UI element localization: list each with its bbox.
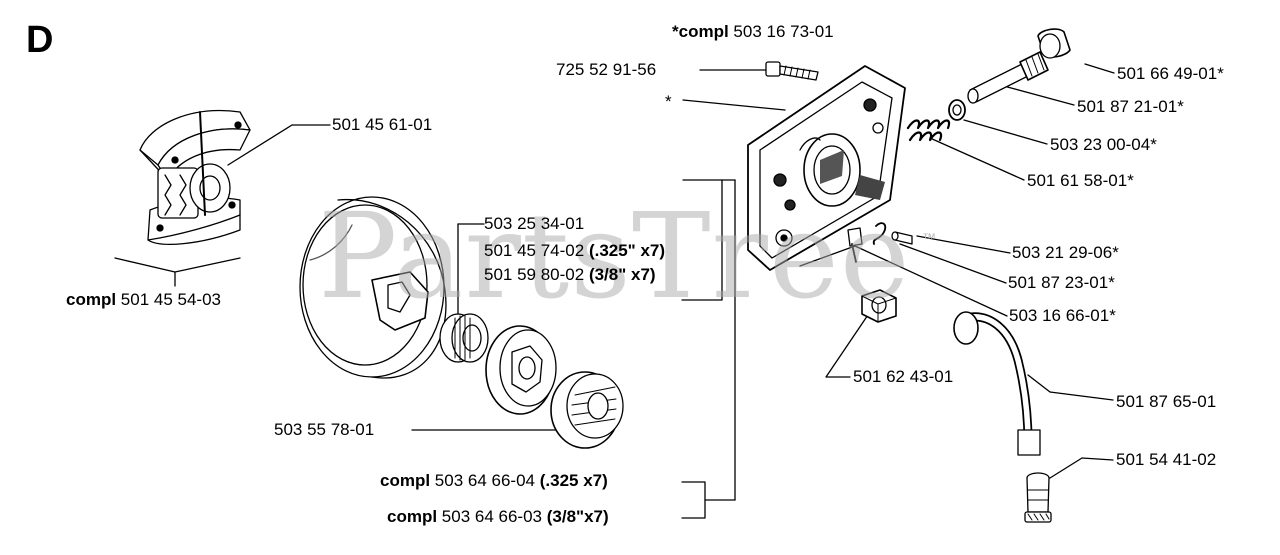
part-number: 501 45 54-03 xyxy=(120,290,221,309)
oil-filter-drawing xyxy=(1024,472,1052,523)
label-drum[interactable]: 503 55 78-01 xyxy=(274,420,375,439)
label-rim-325[interactable]: 501 45 74-02 (.325" x7) xyxy=(484,241,665,261)
label-adjust-screw[interactable]: 503 16 66-01* xyxy=(1009,306,1116,325)
oil-hose-drawing xyxy=(953,311,1041,456)
label-shaft[interactable]: 501 87 21-01* xyxy=(1077,97,1184,116)
nut-drawing xyxy=(861,289,897,323)
label-rim-38[interactable]: 501 59 80-02 (3/8" x7) xyxy=(484,265,656,285)
label-compl-drum-325[interactable]: compl 503 64 66-04 (.325 x7) xyxy=(380,471,608,491)
centrifugal-clutch-drawing xyxy=(139,109,251,245)
compl-prefix: compl xyxy=(66,290,117,309)
label-hose[interactable]: 501 87 65-01 xyxy=(1116,392,1217,411)
section-letter: D xyxy=(26,19,54,61)
label-screw[interactable]: 503 21 29-06* xyxy=(1012,243,1119,262)
watermark: PartsTree xyxy=(318,187,911,325)
label-bearing[interactable]: 503 25 34-01 xyxy=(484,214,585,233)
label-gear[interactable]: 501 66 49-01* xyxy=(1117,64,1224,83)
label-compl-drum-38[interactable]: compl 503 64 66-03 (3/8"x7) xyxy=(387,507,609,527)
small-parts-drawing xyxy=(847,222,913,263)
pitch-spec: (3/8" x7) xyxy=(588,265,656,284)
label-clutch-shoe[interactable]: 501 45 61-01 xyxy=(332,115,433,134)
rim-sprocket-drawing xyxy=(485,325,557,415)
label-bolt[interactable]: 725 52 91-56 xyxy=(556,60,657,79)
label-nut[interactable]: 501 62 43-01 xyxy=(853,367,954,386)
bolt-drawing xyxy=(765,61,819,81)
label-clip[interactable]: 501 87 23-01* xyxy=(1008,273,1115,292)
watermark-trademark: ™ xyxy=(922,230,936,246)
part-number: 503 64 66-04 xyxy=(434,471,535,490)
spur-sprocket-drawing xyxy=(550,371,624,449)
pitch-spec: (.325 x7) xyxy=(539,471,608,490)
pitch-spec: (3/8"x7) xyxy=(546,507,609,526)
compl-prefix: compl xyxy=(380,471,431,490)
label-compl-clutch[interactable]: compl 501 45 54-03 xyxy=(66,290,221,310)
pump-shaft-drawing xyxy=(967,28,1071,104)
label-asterisk: * xyxy=(665,92,672,111)
label-washer[interactable]: 503 23 00-04* xyxy=(1050,135,1157,154)
spring-drawing xyxy=(906,119,951,142)
part-number: 503 16 73-01 xyxy=(733,22,834,41)
compl-prefix: *compl xyxy=(672,22,729,41)
part-number: 501 45 74-02 xyxy=(484,241,585,260)
label-spring[interactable]: 501 61 58-01* xyxy=(1027,171,1134,190)
pitch-spec: (.325" x7) xyxy=(588,241,666,260)
compl-prefix: compl xyxy=(387,507,438,526)
clutch-drum-drawing xyxy=(299,196,447,379)
washer-drawing xyxy=(948,99,966,121)
leader-lines xyxy=(114,63,1115,519)
part-number: 501 59 80-02 xyxy=(484,265,585,284)
part-number: 503 64 66-03 xyxy=(441,507,542,526)
label-filter[interactable]: 501 54 41-02 xyxy=(1116,450,1217,469)
oil-pump-housing-drawing xyxy=(747,65,906,271)
needle-bearing-drawing xyxy=(439,313,489,363)
label-compl-top[interactable]: *compl 503 16 73-01 xyxy=(672,22,834,42)
